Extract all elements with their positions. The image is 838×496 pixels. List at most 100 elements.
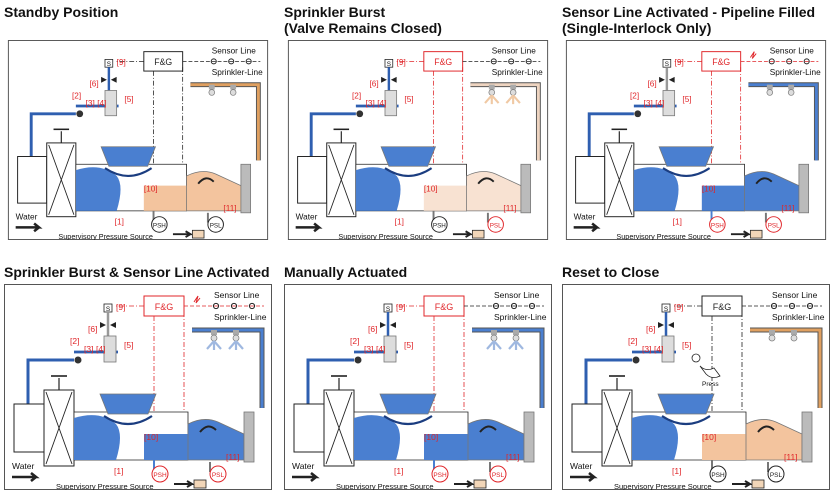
label-3: [3] [86,99,95,108]
check-clapper-icon [199,425,217,433]
bonnet-chamber [379,393,437,415]
spray-icon [486,340,502,350]
psl-gauge-icon [487,216,504,233]
sprinkler-bulb-icon [208,89,216,96]
flange [801,411,813,463]
sprinkler-bulb-icon [766,89,774,96]
sprinkler-head-icon [791,330,797,335]
flow-arrow-icon [12,471,40,483]
label-11: [11] [781,204,794,213]
diaphragm [103,415,153,426]
bonnet-chamber [99,393,157,415]
label-10: [10] [702,184,716,193]
flow-arrow-icon [15,222,43,233]
label-11: [11] [226,452,240,462]
sprinkler-head-icon [491,330,497,335]
reset-knob-icon [691,353,701,363]
panel-title-line: (Valve Remains Closed) [284,20,442,36]
flange [798,163,810,214]
label-10: [10] [144,184,158,193]
label-9: [9] [116,302,125,312]
water-label: Water [574,213,596,222]
label-5: [5] [124,95,133,104]
sprinkler-line-label: Sprinkler-Line [494,312,547,322]
sprinkler-head-icon [208,84,215,90]
label-1: [1] [394,466,403,476]
outlet-chamber [423,185,467,211]
psl-label: PSL [770,472,783,479]
sprinkler-pipe [470,83,540,161]
diaphragm [104,167,153,177]
sprinkler-pipe [750,328,822,408]
pilot-valve-icon [104,90,118,117]
solenoid-label: S [106,306,111,313]
strainer-icon [354,356,362,364]
solenoid-label: S [664,306,669,313]
sprinkler-bulb-icon [509,89,517,96]
solenoid-icon [104,59,114,68]
spray-icon [484,94,500,105]
outlet-chamber [144,434,188,460]
supervisory-arrow-icon [172,230,194,238]
fg-label: F&G [155,302,174,312]
sprinkler-head-icon [510,84,517,90]
supply-bypass-pipe [306,358,354,404]
ball-valve-icon [381,76,397,83]
label-11: [11] [784,452,798,462]
label-5: [5] [124,340,133,350]
sprinkler-head-icon [233,330,239,335]
label-9: [9] [397,58,406,67]
supply-bypass-pipe [29,112,76,157]
water-label: Water [570,461,593,471]
flange [243,411,255,463]
gate-valve-cross-icon [325,391,353,465]
sprinkler-pipe-outer [190,82,261,161]
psl-gauge-icon [765,216,782,233]
spray-icon [206,340,222,350]
flow-arrow-icon [573,222,601,233]
inlet-water [355,167,401,211]
flange [520,163,532,214]
supply-bypass-pipe [587,112,634,157]
panel-title-line: Standby Position [4,4,119,20]
fg-label: F&G [434,57,452,67]
pressure-source-icon [749,229,763,239]
sprinkler-line-label: Sprinkler-Line [214,312,267,322]
gate-valve-cross-icon [328,144,355,215]
panel-title-manually-actuated: Manually Actuated [284,264,407,280]
sensor-line-label: Sensor Line [492,47,536,56]
pilot-valve-icon [384,90,398,117]
supervisory-arrow-icon [732,480,754,488]
sprinkler-pipe-outer [470,82,541,161]
flow-arrow-icon [295,222,323,233]
sensor-line-label: Sensor Line [770,47,814,56]
label-10: [10] [424,432,438,442]
inlet-water [354,415,400,460]
check-clapper-icon [477,177,495,185]
panel-title-line: Manually Actuated [284,264,408,280]
outlet-chamber [702,434,746,460]
solenoid-label: S [107,61,111,68]
sprinkler-head-icon [211,330,217,335]
panel-title-line: Sensor Line Activated - Pipeline Filled [562,4,816,20]
label-4: [4] [97,99,106,108]
outlet-chamber [424,434,468,460]
solenoid-icon [384,59,394,68]
pressure-source-icon [193,479,207,489]
label-2: [2] [352,91,361,100]
psl-label: PSL [490,222,502,229]
label-10: [10] [424,184,438,193]
supply-bypass-pipe [309,112,356,157]
water-label: Water [12,461,35,471]
supervisory-label: Supervisory Pressure Source [336,482,434,490]
supply-pipe-stub [571,403,603,453]
outlet-chamber [701,185,745,211]
bonnet-chamber [657,393,715,415]
label-4: [4] [654,344,663,354]
sprinkler-pipe [748,83,818,161]
sprinkler-pipe-outer [748,82,819,161]
pressure-source-icon [471,229,485,239]
